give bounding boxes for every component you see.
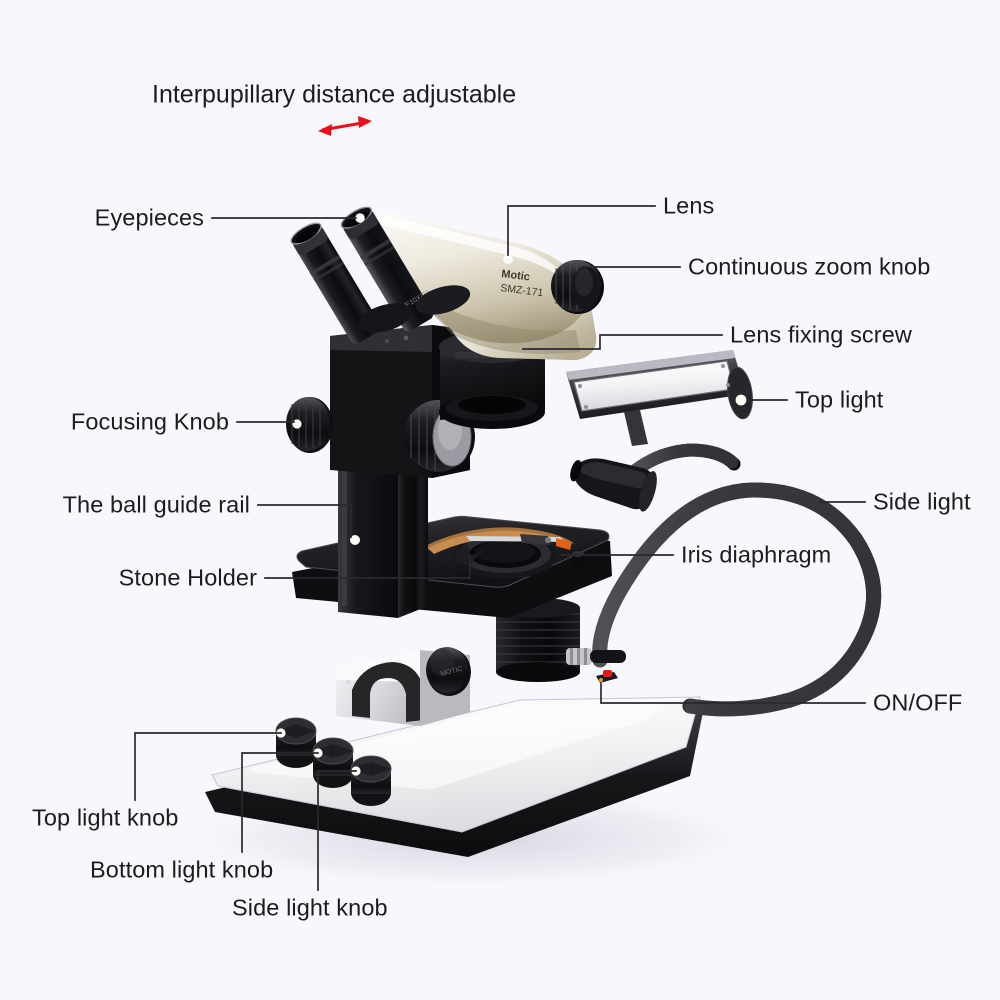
label-focusing-knob: Focusing Knob bbox=[70, 408, 229, 435]
label-side-light: Side light bbox=[873, 488, 971, 515]
bottom-light-knob-part bbox=[312, 737, 354, 788]
focusing-knobs: FOCUS bbox=[286, 396, 475, 474]
figure-title: Interpupillary distance adjustable bbox=[152, 80, 517, 109]
label-eyepieces: Eyepieces bbox=[94, 204, 204, 231]
on-off-switch bbox=[596, 670, 618, 683]
label-ball-guide-rail: The ball guide rail bbox=[62, 491, 250, 518]
side-light-knob-part bbox=[350, 755, 392, 806]
label-top-light: Top light bbox=[795, 386, 884, 413]
label-top-light-knob: Top light knob bbox=[32, 804, 179, 831]
eyepiece-tubes: WF10X/22 bbox=[290, 206, 471, 344]
cable-connector bbox=[566, 648, 626, 665]
label-on-off: ON/OFF bbox=[873, 689, 963, 716]
top-light-knob-part bbox=[275, 717, 317, 768]
column-foot: MOTIC bbox=[336, 647, 471, 726]
label-lens: Lens bbox=[663, 192, 715, 219]
label-side-light-knob: Side light knob bbox=[232, 894, 388, 921]
base-control-knobs bbox=[275, 717, 392, 806]
svg-text:SMZ-171: SMZ-171 bbox=[500, 282, 544, 299]
label-continuous-zoom-knob: Continuous zoom knob bbox=[688, 253, 931, 280]
label-lens-fixing-screw: Lens fixing screw bbox=[730, 321, 912, 348]
label-stone-holder: Stone Holder bbox=[118, 564, 257, 591]
label-iris-diaphragm: Iris diaphragm bbox=[681, 541, 832, 568]
svg-text:Motic: Motic bbox=[501, 268, 531, 283]
gooseneck-side-light bbox=[566, 443, 882, 717]
top-light-lamp bbox=[566, 350, 753, 446]
continuous-zoom-knob-part bbox=[551, 260, 604, 314]
label-bottom-light-knob: Bottom light knob bbox=[90, 856, 274, 883]
